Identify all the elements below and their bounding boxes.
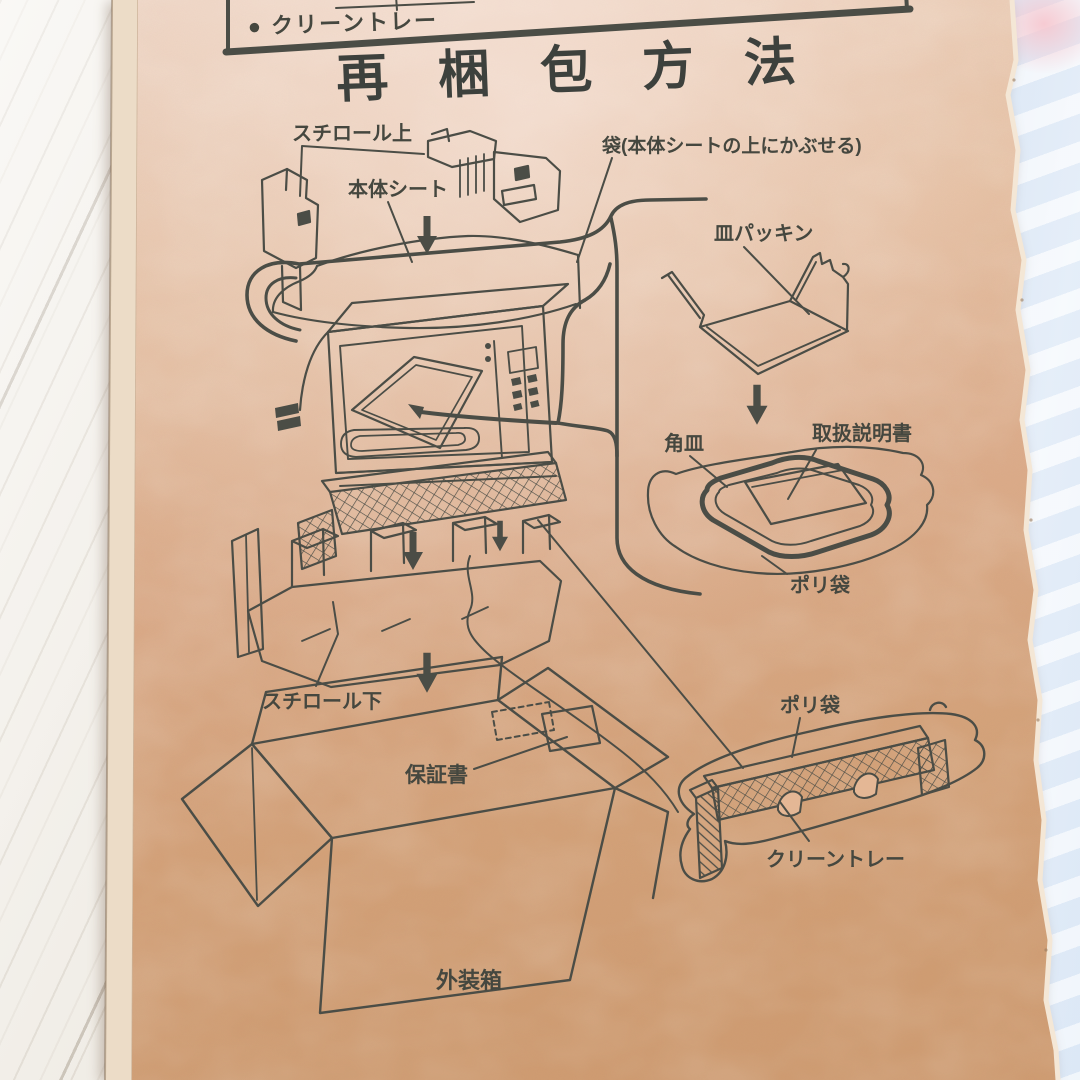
leader-poly-bag-tray (791, 717, 801, 758)
label-manual: 取扱説明書 (812, 421, 912, 445)
styrofoam-top-drawing (260, 127, 582, 330)
styrofoam-bottom-drawing (230, 513, 563, 689)
label-styro-bottom: スチロール下 (262, 691, 382, 713)
leader-clean-tray-label (779, 801, 810, 842)
label-warranty: 保証書 (404, 763, 468, 787)
warranty-dashed-slot (491, 701, 555, 741)
outer-box-drawing (180, 655, 670, 1015)
bag-outline (245, 197, 708, 596)
label-poly-bag-tray: ポリ袋 (780, 693, 841, 717)
label-dish-packing: 皿パッキン (714, 222, 813, 245)
body-sheet-callout: 本体シート (348, 177, 448, 263)
label-outer-box: 外装箱 (436, 968, 502, 993)
square-dish-package-drawing (646, 445, 935, 575)
leader-bag (576, 157, 613, 263)
leader-clean-tray-2 (466, 555, 679, 813)
label-poly-bag-dish: ポリ袋 (790, 573, 851, 597)
leader-square-dish (689, 455, 728, 488)
control-buttons (511, 374, 540, 411)
leader-styro-bottom (315, 601, 339, 687)
microwave-drawing (275, 282, 570, 571)
label-bag-note: 袋(本体シートの上にかぶせる) (601, 134, 862, 157)
printed-diagram: ● クリーントレー 再梱包方法 スチロール上 (180, 0, 986, 1015)
dish-packing-drawing (660, 251, 850, 376)
leader-clean-tray-1 (537, 519, 744, 769)
torn-edge (1005, 0, 1061, 1080)
leader-manual (787, 449, 817, 500)
label-square-dish: 角皿 (664, 431, 704, 455)
label-clean-tray: クリーントレー (766, 848, 905, 871)
label-styro-top: スチロール上 (292, 122, 412, 145)
clean-tray-package-drawing (677, 701, 986, 883)
leader-dish-packing (743, 246, 810, 315)
label-body-sheet: 本体シート (348, 177, 448, 201)
leader-poly-bag-dish (761, 555, 788, 575)
